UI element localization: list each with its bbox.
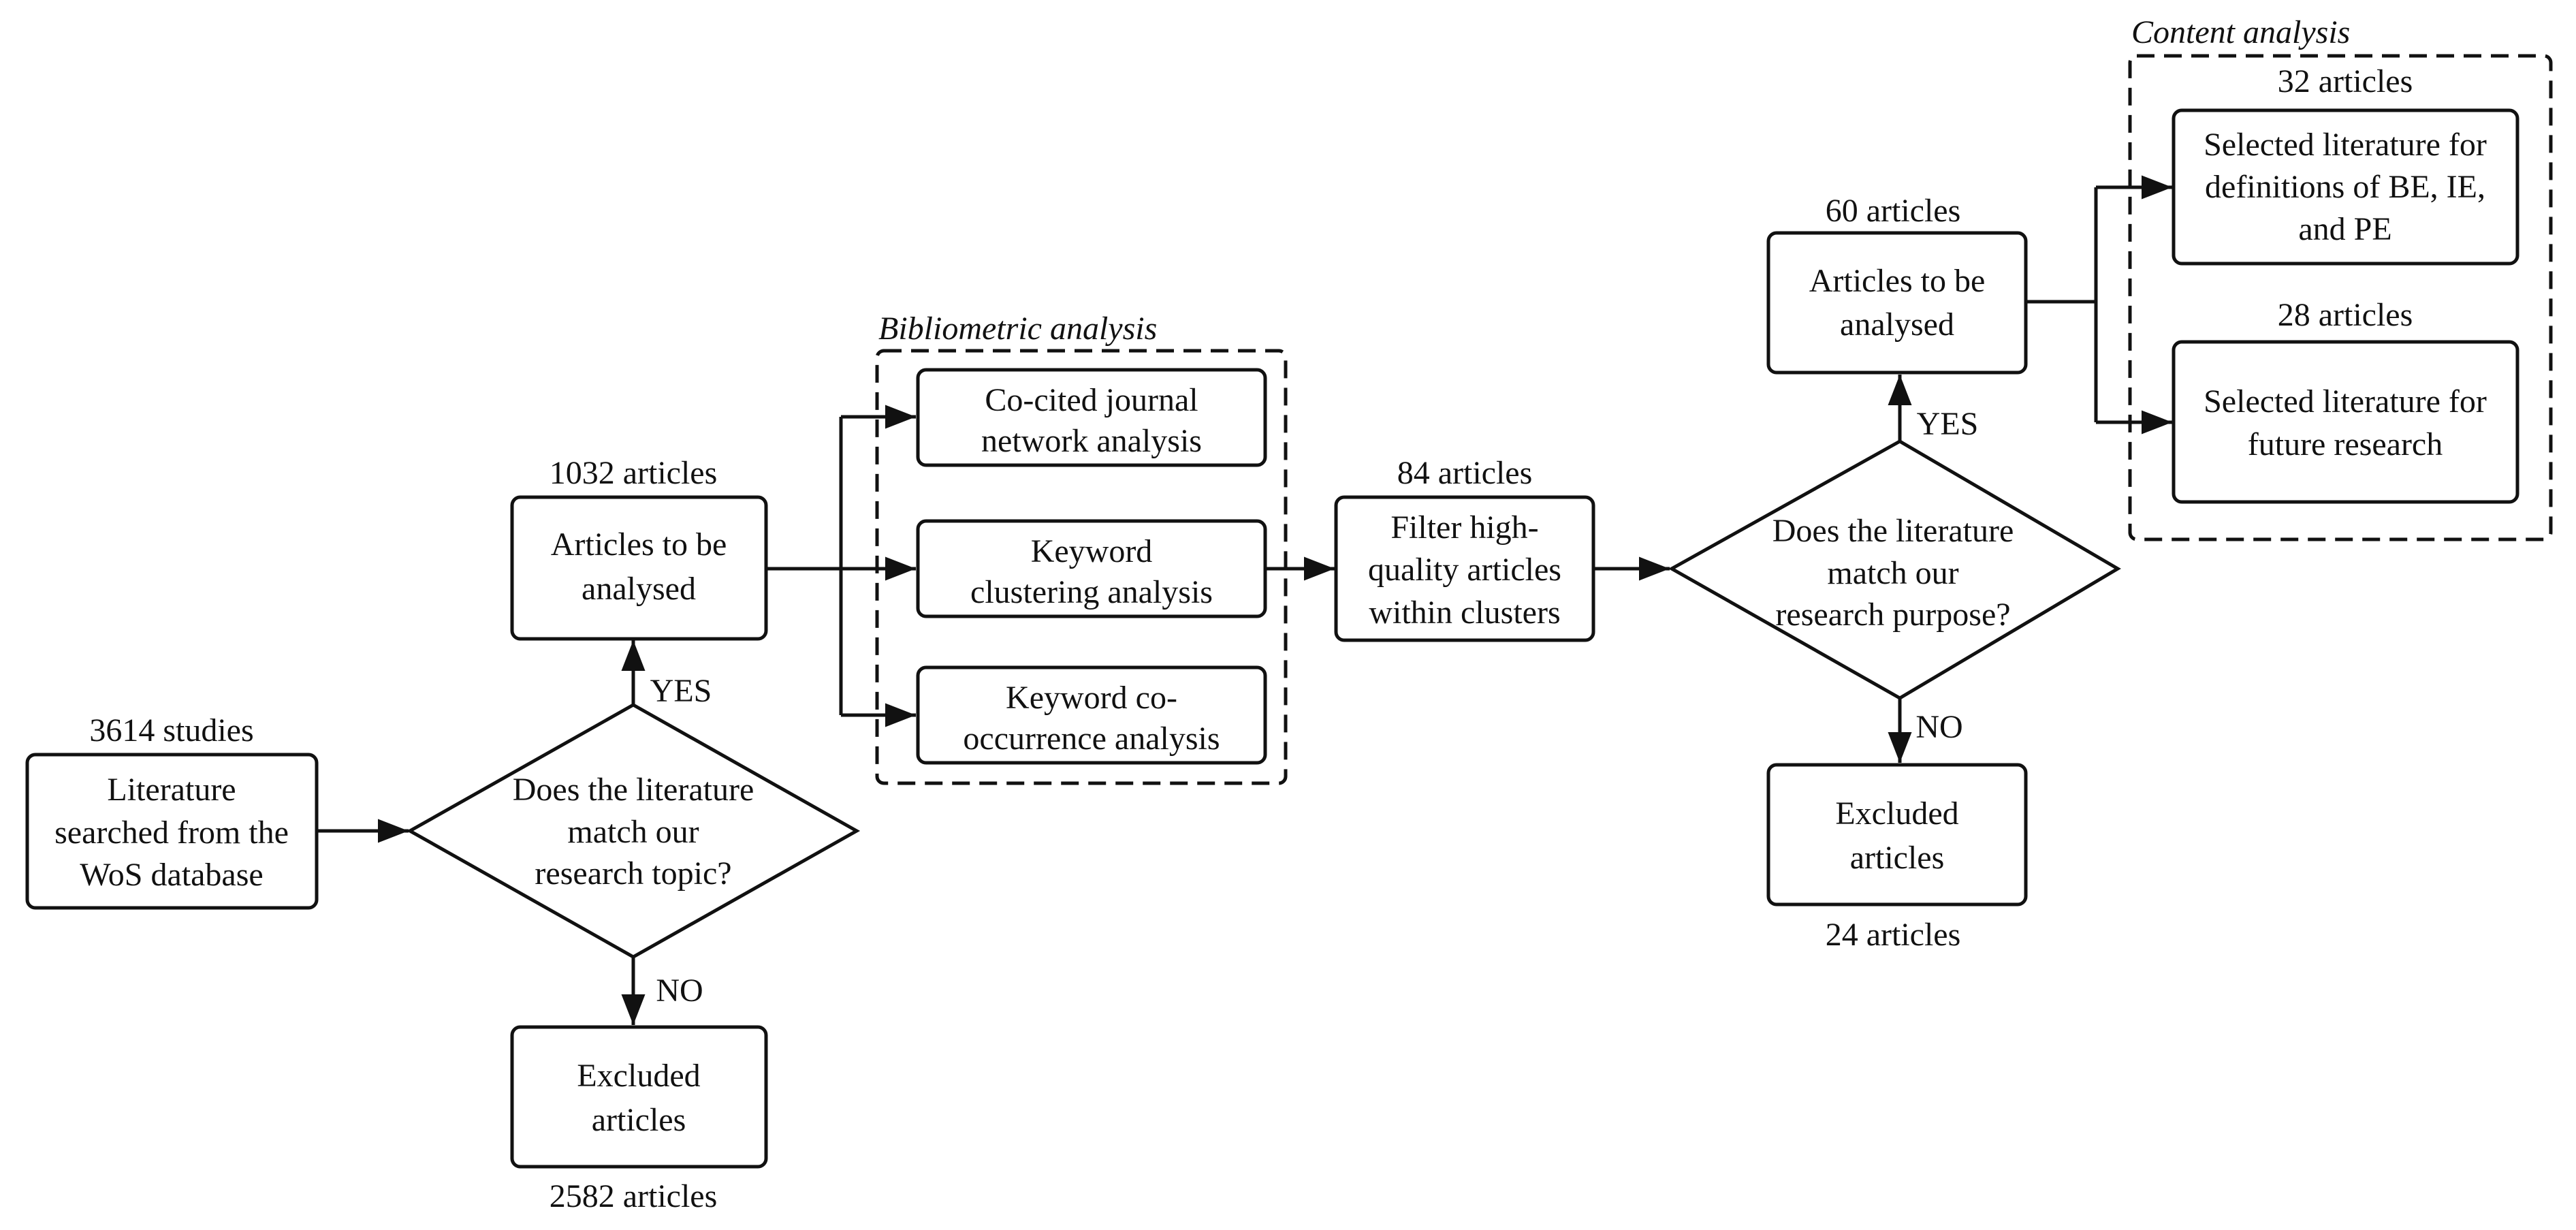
content-analysis-group: Content analysis [2128,14,2553,541]
connectors [317,175,2172,1025]
node-line: network analysis [981,423,1202,459]
node-line: Literature [107,772,236,808]
node-line: research purpose? [1775,597,2010,633]
node-line: future research [2248,426,2443,462]
articles-to-be-analysed-node-2: Articles to be analysed 60 articles [1766,193,2028,375]
keyword-clustering-node: Keyword clustering analysis [916,519,1267,618]
node-line: Does the literature [513,772,754,808]
node-line: quality articles [1368,552,1561,588]
node-line: analysed [1840,306,1954,343]
definitions-literature-node: Selected literature for definitions of B… [2172,63,2519,266]
excluded-articles-node-1: Excluded articles 2582 articles [510,1025,768,1214]
content-analysis-title: Content analysis [2131,14,2350,50]
node-line: analysed [582,571,696,607]
count-label: 28 articles [2278,297,2413,333]
node-line: and PE [2298,211,2391,247]
node-line: Excluded [1835,795,1958,832]
node-line: definitions of BE, IE, [2205,169,2485,205]
future-research-node: Selected literature for future research … [2172,297,2519,504]
no-label: NO [656,973,703,1009]
literature-searched-node: Literature searched from the WoS databas… [25,712,319,910]
node-line: Keyword [1031,533,1153,569]
decision-research-topic: Does the literature match our research t… [406,703,861,959]
node-line: Articles to be [1809,263,1986,299]
count-label: 1032 articles [550,455,718,491]
node-line: WoS database [80,857,263,893]
count-label: 3614 studies [89,712,253,748]
no-label: NO [1915,709,1962,745]
count-label: 84 articles [1397,455,1533,491]
node-line: Co-cited journal [985,382,1198,418]
node-line: Does the literature [1772,513,2014,549]
node-line: searched from the [54,815,289,851]
yes-label: YES [650,673,712,709]
node-line: Articles to be [551,526,727,563]
keyword-cooccurrence-node: Keyword co- occurrence analysis [916,665,1267,765]
decision-research-purpose: Does the literature match our research p… [1668,439,2121,700]
node-line: match our [1827,555,1958,591]
yes-label: YES [1917,406,1979,442]
bibliometric-analysis-title: Bibliometric analysis [878,311,1157,347]
node-line: articles [1850,840,1945,876]
excluded-articles-node-2: Excluded articles 24 articles [1766,763,2028,953]
node-line: articles [592,1102,686,1138]
node-line: Keyword co- [1006,680,1177,716]
node-line: Selected literature for [2204,383,2487,420]
node-line: clustering analysis [970,574,1213,610]
node-line: occurrence analysis [963,721,1220,757]
count-label: 60 articles [1826,193,1961,229]
node-line: research topic? [535,855,731,892]
count-label: 2582 articles [550,1178,718,1214]
filter-high-quality-node: Filter high- quality articles within clu… [1334,455,1595,642]
articles-to-be-analysed-node: Articles to be analysed 1032 articles [510,455,768,641]
count-label: 24 articles [1826,917,1961,953]
count-label: 32 articles [2278,63,2413,99]
node-line: Selected literature for [2204,127,2487,163]
node-line: Filter high- [1390,509,1538,546]
node-line: within clusters [1369,595,1560,631]
co-cited-journal-node: Co-cited journal network analysis [916,368,1267,467]
node-line: match our [567,814,699,850]
node-line: Excluded [577,1058,700,1094]
